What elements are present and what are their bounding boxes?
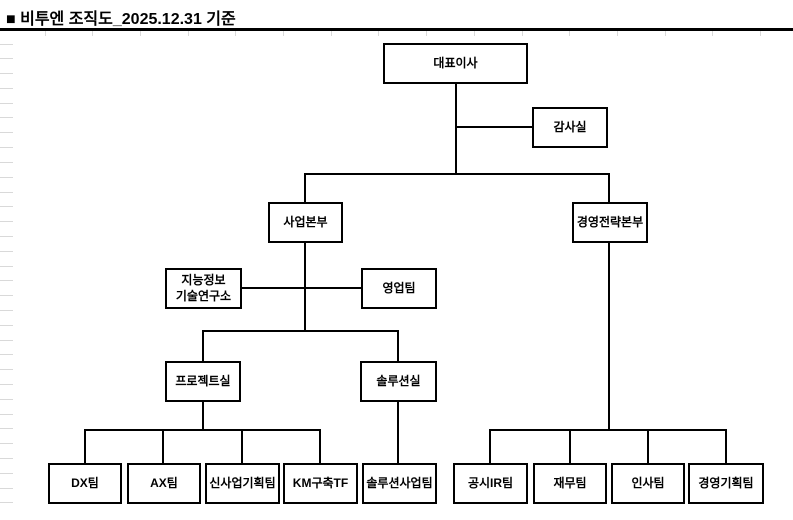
gridline-stub: [0, 502, 13, 503]
gridline-stub: [0, 340, 13, 341]
gridline-stub: [0, 117, 13, 118]
org-node-project-office: 프로젝트실: [165, 361, 241, 402]
gridline-stub: [0, 177, 13, 178]
connector-newbiz-drop: [241, 429, 243, 463]
title-divider: [0, 28, 793, 31]
connector-ir-drop: [489, 429, 491, 463]
gridline-stub: [0, 458, 13, 459]
gridline-stub: [0, 443, 13, 444]
gridline-stub: [378, 31, 379, 36]
gridline-stub: [0, 58, 13, 59]
gridline-stub: [712, 31, 713, 36]
gridline-stub: [0, 310, 13, 311]
gridline-stub: [0, 399, 13, 400]
gridline-stub: [569, 31, 570, 36]
gridline-stub: [665, 31, 666, 36]
gridline-stub: [0, 414, 13, 415]
connector-to-audit: [455, 126, 532, 128]
org-node-mgmt-strategy-hq: 경영전략본부: [572, 202, 648, 243]
gridline-stub: [0, 192, 13, 193]
gridline-stub: [0, 88, 13, 89]
gridline-stub: [0, 473, 13, 474]
org-node-finance-team: 재무팀: [533, 463, 607, 504]
gridline-stub: [0, 103, 13, 104]
connector-mgmt-hq-drop: [608, 173, 610, 202]
gridline-stub: [0, 384, 13, 385]
connector-planning-drop: [725, 429, 727, 463]
connector-ceo-trunk: [455, 83, 457, 174]
connector-office-split: [202, 330, 399, 332]
connector-mgmt-hq-trunk: [608, 243, 610, 431]
connector-business-hq-drop: [304, 173, 306, 202]
gridline-stub: [0, 266, 13, 267]
connector-project-office-drop: [202, 330, 204, 361]
gridline-stub: [0, 325, 13, 326]
org-node-business-hq: 사업본부: [268, 202, 343, 243]
gridline-stub: [0, 206, 13, 207]
gridline-stub: [0, 428, 13, 429]
gridline-stub: [92, 31, 93, 36]
connector-ax-drop: [162, 429, 164, 463]
org-node-management-planning-team: 경영기획팀: [688, 463, 764, 504]
gridline-stub: [140, 31, 141, 36]
gridline-stub: [0, 147, 13, 148]
gridline-stub: [474, 31, 475, 36]
org-node-hr-team: 인사팀: [611, 463, 685, 504]
connector-km-drop: [319, 429, 321, 463]
gridline-stub: [0, 236, 13, 237]
connector-finance-drop: [569, 429, 571, 463]
gridline-stub: [45, 31, 46, 36]
gridline-stub: [426, 31, 427, 36]
gridline-stub: [0, 73, 13, 74]
org-node-audit-office: 감사실: [532, 107, 608, 148]
org-node-disclosure-ir-team: 공시IR팀: [453, 463, 528, 504]
gridline-stub: [0, 221, 13, 222]
connector-hr-drop: [647, 429, 649, 463]
connector-mgmt-bus: [489, 429, 727, 431]
connector-solution-team-drop: [397, 401, 399, 463]
org-node-ceo: 대표이사: [383, 43, 528, 84]
gridline-stub: [0, 488, 13, 489]
gridline-stub: [522, 31, 523, 36]
org-node-solution-business-team: 솔루션사업팀: [362, 463, 437, 504]
gridline-stub: [760, 31, 761, 36]
gridline-stub: [0, 251, 13, 252]
connector-hq-split: [304, 173, 610, 175]
gridline-stub: [0, 44, 13, 45]
gridline-stub: [0, 354, 13, 355]
org-node-dx-team: DX팀: [48, 463, 122, 504]
org-node-ax-team: AX팀: [127, 463, 201, 504]
connector-project-office-trunk: [202, 401, 204, 431]
org-node-solution-office: 솔루션실: [360, 361, 437, 402]
gridline-stub: [0, 295, 13, 296]
gridline-stub: [617, 31, 618, 36]
connector-solution-office-drop: [397, 330, 399, 361]
org-node-km-build-tf: KM구축TF: [283, 463, 358, 504]
gridline-stub: [235, 31, 236, 36]
gridline-stub: [283, 31, 284, 36]
connector-research-sales: [241, 287, 361, 289]
org-node-new-business-planning-team: 신사업기획팀: [205, 463, 280, 504]
gridline-stub: [188, 31, 189, 36]
gridline-stub: [0, 280, 13, 281]
page-title: ■ 비투엔 조직도_2025.12.31 기준: [6, 11, 236, 28]
org-node-sales-team: 영업팀: [361, 268, 437, 309]
org-node-research-institute: 지능정보 기술연구소: [165, 268, 242, 309]
gridline-stub: [331, 31, 332, 36]
gridline-stub: [0, 132, 13, 133]
gridline-stub: [0, 369, 13, 370]
connector-project-bus: [84, 429, 321, 431]
connector-dx-drop: [84, 429, 86, 463]
gridline-stub: [0, 162, 13, 163]
